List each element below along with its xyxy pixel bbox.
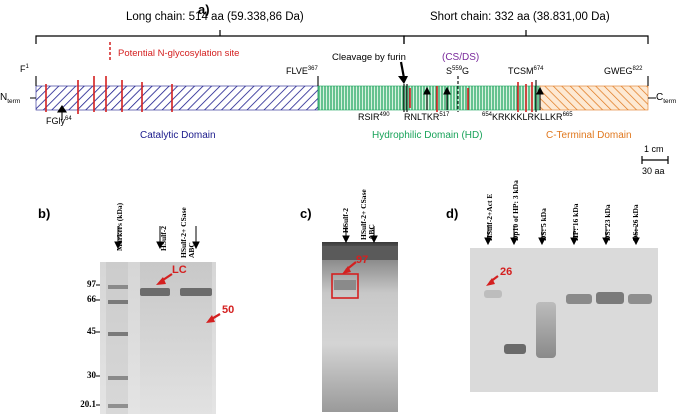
- catalytic-domain-bar: [35, 85, 319, 111]
- cs-ds-label: (CS/DS): [442, 52, 480, 63]
- flve-label: FLVE367: [286, 66, 318, 76]
- gel-b-marker-band-66: [108, 300, 128, 304]
- gel-c-highlight-box: [331, 273, 359, 299]
- gweg-label: GWEG822: [604, 66, 643, 76]
- glycosylation-sites: [45, 76, 533, 114]
- glyco-legend-label: Potential N-glycosylation site: [118, 48, 240, 59]
- gel-b-marker-band-45: [108, 332, 128, 336]
- krk-label: 654KRKKKLRKLLKR665: [482, 112, 573, 122]
- gel-b-marker-band-30: [108, 376, 128, 380]
- gel-b-marker-band-97: [108, 285, 128, 289]
- gel-b-lane-hsulf2-band: [140, 288, 170, 296]
- band-label-97: 97: [356, 254, 369, 266]
- cterminal-domain-bar: [539, 85, 649, 111]
- gel-d-band-hp16: [566, 294, 592, 304]
- gel-d-band-ds23: [596, 292, 624, 304]
- short-chain-label: Short chain: 332 aa (38.831,00 Da): [430, 11, 610, 23]
- mw-66: 66: [87, 294, 96, 304]
- band-label-50: 50: [222, 304, 235, 316]
- gel-b-lane-csase-band: [180, 288, 212, 296]
- fgly-label: FGly64: [46, 116, 72, 126]
- panel-c-letter: c): [300, 206, 312, 221]
- gel-d: [470, 248, 658, 392]
- gel-b-smear: [140, 262, 212, 414]
- gel-d-band-dp10: [504, 344, 526, 354]
- cterminal-domain-label: C-Terminal Domain: [546, 130, 632, 141]
- band-label-26: 26: [500, 266, 513, 278]
- cleavage-label: Cleavage by furin: [332, 52, 406, 63]
- catalytic-domain-label: Catalytic Domain: [140, 130, 216, 141]
- rsir-label: RSIR490: [358, 112, 390, 122]
- band-label-lc: LC: [172, 264, 187, 276]
- scale-bar: [641, 156, 669, 164]
- gel-d-band-ds26: [628, 294, 652, 304]
- furin-cleavage-arrow: [398, 61, 408, 84]
- mw-97: 97: [87, 279, 96, 289]
- hydrophilic-domain-label: Hydrophilic Domain (HD): [372, 130, 483, 141]
- gel-b-marker-band-20: [108, 404, 128, 408]
- mw-45: 45: [87, 326, 96, 336]
- panel-a-letter: a): [198, 2, 210, 17]
- hydrophilic-domain-bar: [317, 85, 541, 111]
- gel-c: [322, 242, 398, 412]
- mw-20: 20.1: [80, 399, 96, 409]
- gel-d-band-act-e: [484, 290, 502, 298]
- gel-c-top-band: [322, 246, 398, 260]
- rnltkr-label: RNLTKR517: [404, 112, 450, 122]
- gel-d-band-ds5: [536, 302, 556, 358]
- panel-d-letter: d): [446, 206, 459, 221]
- f1-label: F1: [20, 64, 29, 74]
- scale-label-cm: 1 cm: [644, 144, 664, 154]
- n-term-label: Nterm: [0, 92, 21, 105]
- gel-c-band-97: [334, 280, 356, 290]
- short-chain-bracket: [403, 30, 649, 44]
- s559-label: S559G: [446, 66, 470, 76]
- gel-b: [100, 262, 216, 414]
- c-term-label: Cterm: [656, 92, 677, 105]
- residue-markers: [35, 76, 649, 120]
- tcsm-label: TCSM674: [508, 66, 544, 76]
- scale-label-aa: 30 aa: [642, 166, 665, 176]
- mw-30: 30: [87, 370, 96, 380]
- long-chain-label: Long chain: 514 aa (59.338,86 Da): [126, 11, 304, 23]
- panel-b-letter: b): [38, 206, 51, 221]
